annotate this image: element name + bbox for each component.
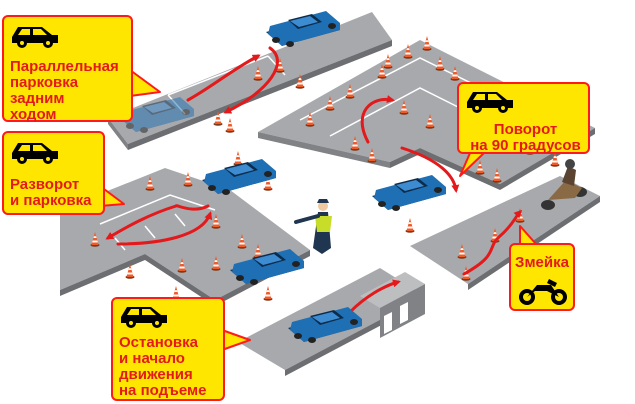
callout-parallel-parking: Параллельная парковка задним ходом [2,15,133,123]
motorcyclist [541,159,587,210]
callout-hill-label: Остановка и начало движения на подъеме [119,334,207,399]
motorcycle-icon [519,279,567,305]
callout-uturn-parking: Разворот и парковка [2,131,105,215]
callout-turn90-label: Поворот на 90 градусов [470,121,581,154]
callout-snake-label: Змейка [515,254,569,271]
path-arrows [105,46,523,314]
callout-parallel-label: Параллельная парковка задним ходом [10,58,119,123]
car-icon [121,307,167,328]
car-icon [12,27,58,48]
callout-pointers [99,69,537,351]
car-icon [12,143,58,164]
traffic-officer [294,199,332,254]
car-icon [467,92,513,113]
callout-hill-start: Остановка и начало движения на подъеме [111,297,225,401]
callout-snake: Змейка [509,243,575,311]
callout-turn-90: Поворот на 90 градусов [457,82,590,154]
car-turn-90 [372,175,446,211]
callout-uturn-label: Разворот и парковка [10,176,92,209]
